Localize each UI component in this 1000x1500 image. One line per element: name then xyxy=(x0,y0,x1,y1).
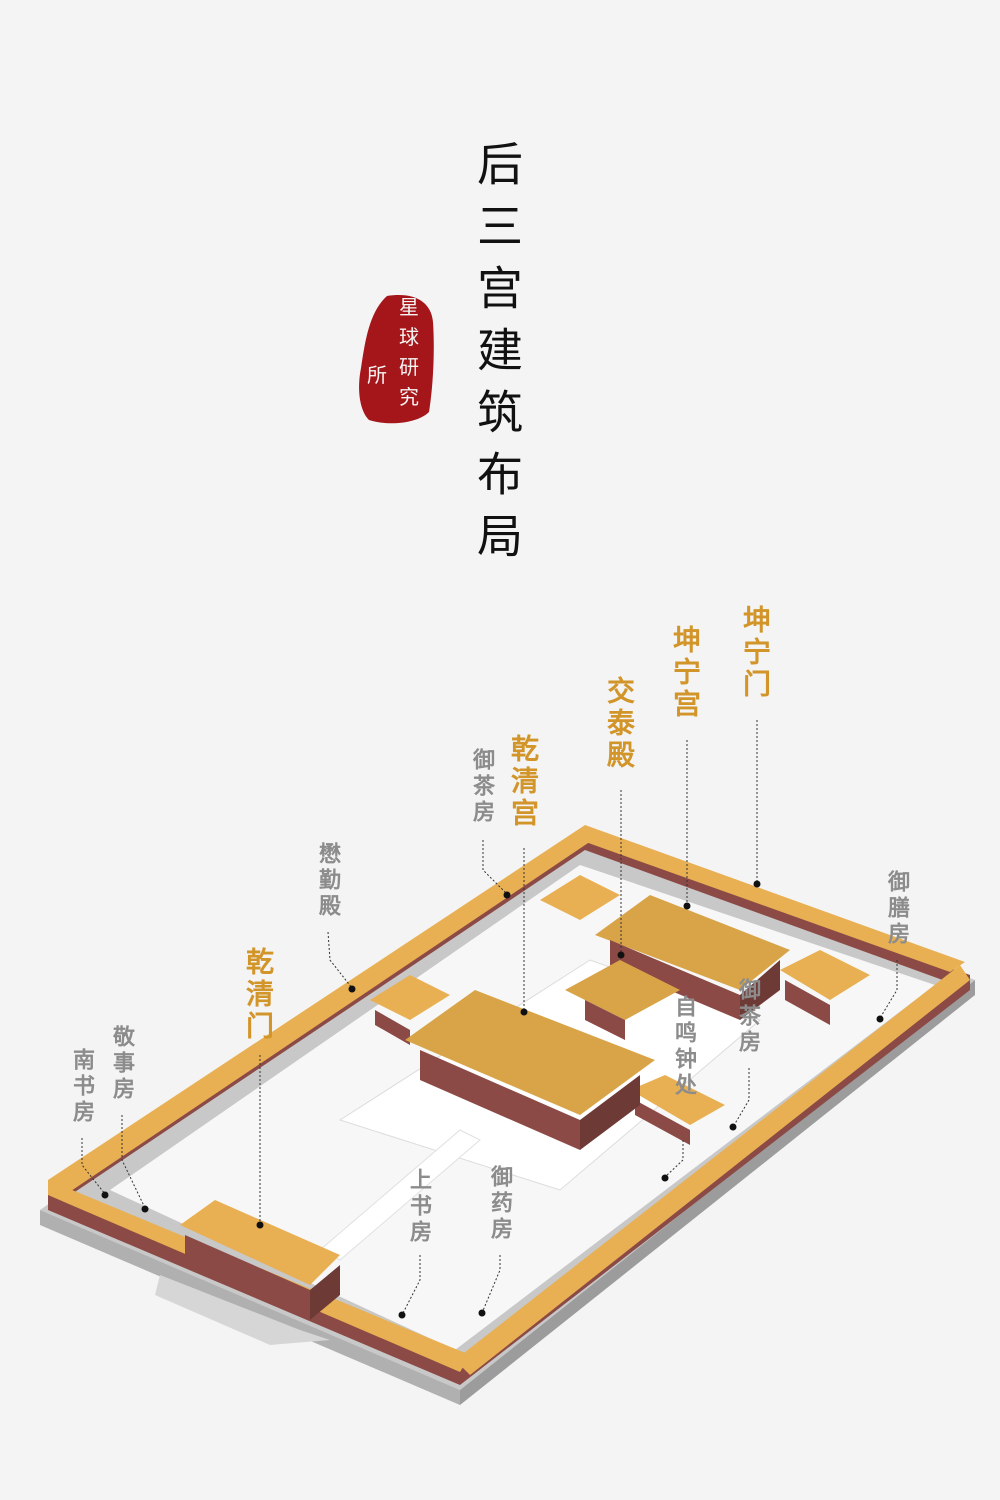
label-upper-study: 上书房 xyxy=(406,1168,432,1246)
label-kitchen: 御膳房 xyxy=(884,870,910,948)
svg-text:球: 球 xyxy=(399,325,419,349)
label-maoqin-hall: 懋勤殿 xyxy=(315,842,341,920)
label-medicine-room: 御药房 xyxy=(487,1165,513,1243)
svg-text:所: 所 xyxy=(367,363,387,387)
label-qianqing-gate: 乾清门 xyxy=(242,947,275,1043)
svg-text:研: 研 xyxy=(399,355,419,379)
kunning-palace-building xyxy=(595,895,790,1020)
label-tea-room-east: 御茶房 xyxy=(735,978,761,1056)
svg-text:星: 星 xyxy=(399,295,419,319)
label-south-study: 南书房 xyxy=(69,1048,95,1126)
leader-dots xyxy=(101,880,884,1319)
label-tea-room-north: 御茶房 xyxy=(469,748,495,826)
qianqing-gate-building xyxy=(180,1200,340,1320)
label-jiaotai-hall: 交泰殿 xyxy=(603,676,636,772)
label-kunning-palace: 坤宁宫 xyxy=(669,625,702,721)
label-qianqing-palace: 乾清宫 xyxy=(507,734,540,830)
seal-icon: 星 球 研 究 所 xyxy=(359,295,434,424)
label-kunning-gate: 坤宁门 xyxy=(739,605,772,701)
gate-steps xyxy=(155,1275,330,1345)
leader-lines xyxy=(81,720,898,1316)
seal-stamp: 星 球 研 究 所 xyxy=(357,292,435,426)
perimeter-wall xyxy=(48,825,970,1385)
qianqing-palace-building xyxy=(405,990,655,1150)
svg-text:究: 究 xyxy=(399,385,419,409)
side-halls xyxy=(370,875,870,1145)
label-jingshi-room: 敬事房 xyxy=(109,1025,135,1103)
page-title: 后三宫建筑布局 xyxy=(470,140,524,574)
label-clock-office: 自鸣钟处 xyxy=(671,995,697,1099)
jiaotai-hall-building xyxy=(565,960,680,1040)
